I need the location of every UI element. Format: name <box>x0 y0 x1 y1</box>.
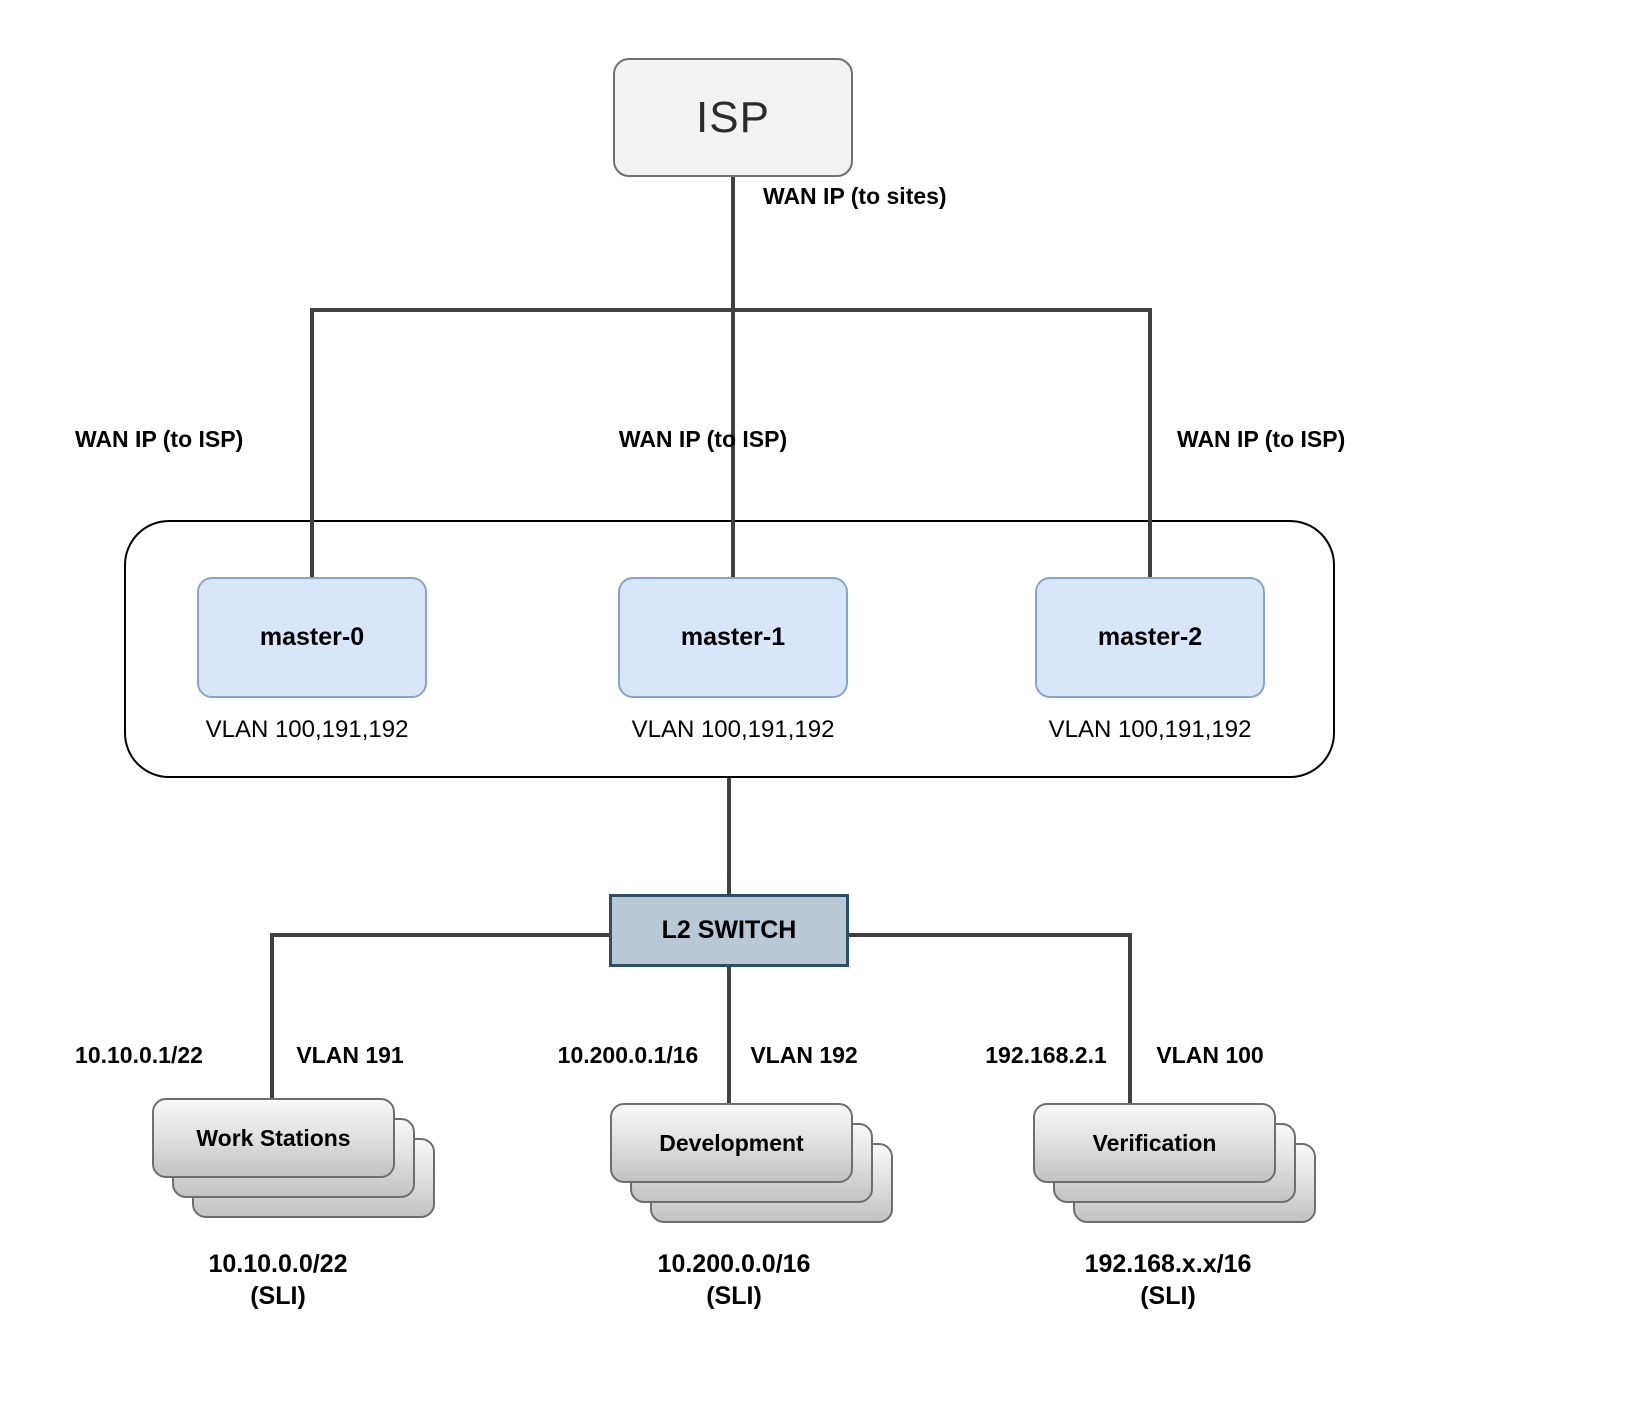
master-1-label: master-1 <box>680 623 786 651</box>
master-0-label: master-0 <box>259 623 365 651</box>
master-2-vlan-label: VLAN 100,191,192 <box>1048 716 1252 743</box>
wan-ip-to-isp-label-middle: WAN IP (to ISP) <box>618 426 788 452</box>
wan-ip-to-isp-label-left: WAN IP (to ISP) <box>75 426 244 452</box>
connector-workstations-drop <box>270 933 274 1098</box>
l2-switch-label: L2 SWITCH <box>661 916 797 944</box>
verification-subnet: 192.168.x.x/16 <box>1084 1250 1252 1278</box>
development-subnet: 10.200.0.0/16 <box>657 1250 811 1278</box>
development-sli: (SLI) <box>706 1282 762 1310</box>
l2-switch-node: L2 SWITCH <box>609 894 849 967</box>
wan-ip-to-isp-label-right: WAN IP (to ISP) <box>1177 426 1346 452</box>
master-1-node: master-1 <box>618 577 848 698</box>
master-2-node: master-2 <box>1035 577 1265 698</box>
development-card: Development <box>610 1103 853 1183</box>
verification-vlan-label: VLAN 100 <box>1156 1042 1264 1068</box>
connector-master-0-uplink <box>310 308 314 577</box>
connector-isp-down <box>731 177 735 312</box>
workstations-subnet: 10.10.0.0/22 <box>208 1250 348 1278</box>
workstations-subnet-label: 10.10.0.0/22 (SLI) <box>208 1248 347 1312</box>
master-2-label: master-2 <box>1097 623 1203 651</box>
master-0-node: master-0 <box>197 577 427 698</box>
workstations-vlan-label: VLAN 191 <box>296 1042 404 1068</box>
connector-verification-drop <box>1128 933 1132 1103</box>
wan-ip-to-sites-label: WAN IP (to sites) <box>763 183 947 209</box>
verification-label: Verification <box>1092 1129 1217 1156</box>
connector-switch-left-branch <box>270 933 609 937</box>
development-label: Development <box>659 1129 804 1156</box>
workstations-ip-label: 10.10.0.1/22 <box>75 1042 203 1068</box>
connector-switch-right-branch <box>849 933 1132 937</box>
connector-master-2-uplink <box>1148 308 1152 577</box>
workstations-card: Work Stations <box>152 1098 395 1178</box>
workstations-label: Work Stations <box>196 1124 351 1151</box>
development-vlan-label: VLAN 192 <box>750 1042 858 1068</box>
isp-label: ISP <box>696 92 770 142</box>
verification-sli: (SLI) <box>1140 1282 1196 1310</box>
development-subnet-label: 10.200.0.0/16 (SLI) <box>658 1248 811 1312</box>
workstations-sli: (SLI) <box>250 1282 306 1310</box>
master-0-vlan-label: VLAN 100,191,192 <box>205 716 409 743</box>
verification-ip-label: 192.168.2.1 <box>985 1042 1107 1068</box>
connector-master-1-uplink <box>731 308 735 577</box>
verification-subnet-label: 192.168.x.x/16 (SLI) <box>1085 1248 1252 1312</box>
development-ip-label: 10.200.0.1/16 <box>557 1042 699 1068</box>
isp-node: ISP <box>613 58 853 177</box>
connector-development-drop <box>727 967 731 1103</box>
verification-card: Verification <box>1033 1103 1276 1183</box>
connector-masters-to-switch <box>727 778 731 894</box>
master-1-vlan-label: VLAN 100,191,192 <box>631 716 835 743</box>
